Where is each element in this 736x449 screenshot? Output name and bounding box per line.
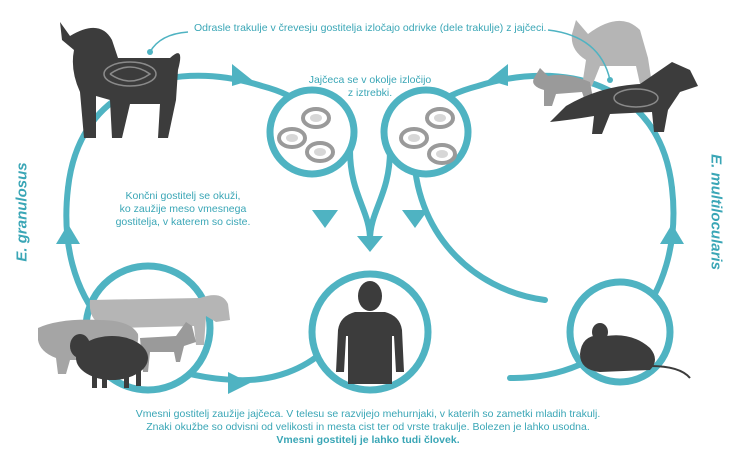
arrow-right-side: [660, 224, 684, 244]
eggs-caption-line-2: z iztrebki.: [347, 87, 393, 99]
intermediate-caption-line-1: Vmesni gostitelj zaužije jajčeca. V tele…: [135, 408, 601, 420]
rodent-circle: [566, 278, 691, 386]
dog-silhouette: [60, 22, 181, 138]
intermediate-caption-line-2: Znaki okužbe so odvisni od velikosti in …: [146, 421, 590, 433]
eggs-caption: Jajčeca se v okolje izločijo z iztrebki.: [290, 74, 450, 100]
goat-silhouette: [140, 322, 196, 372]
cow-silhouette: [89, 295, 230, 352]
definitive-host-caption: Končni gostitelj se okuži, ko zaužije me…: [98, 190, 268, 229]
cycle-arrows: [56, 64, 684, 394]
fox-intestine-icon: [613, 88, 659, 108]
pointer-fox-intestine: [547, 29, 611, 81]
arrow-left-top: [232, 64, 252, 86]
egg-to-human-left: [347, 147, 373, 243]
livestock-circle: [38, 262, 230, 394]
arrow-right-egg-down: [402, 210, 428, 228]
definitive-caption-line-2: ko zaužije meso vmesnega: [119, 203, 247, 215]
arrow-center-down: [357, 236, 383, 252]
wolf-silhouette: [571, 20, 652, 86]
fox-silhouette: [550, 62, 698, 134]
adult-worms-caption: Odrasle trakulje v črevesju gostitelja i…: [194, 22, 547, 34]
arrow-bottom-left: [228, 372, 250, 394]
human-to-rodent: [411, 147, 548, 303]
egg-cluster-right: [380, 86, 472, 178]
cat-silhouette: [533, 68, 594, 106]
pointer-dog-intestine: [149, 31, 189, 53]
dog-intestine-icon: [103, 61, 157, 87]
arrow-left-egg-down: [312, 210, 338, 228]
eggs-caption-line-1: Jajčeca se v okolje izločijo: [308, 74, 432, 86]
intermediate-host-caption: Vmesni gostitelj zaužije jajčeca. V tele…: [118, 408, 618, 447]
intermediate-caption-line-3: Vmesni gostitelj je lahko tudi človek.: [276, 434, 460, 446]
definitive-caption-line-3: gostitelja, v katerem so ciste.: [115, 216, 251, 228]
egg-to-human-right: [367, 147, 393, 243]
human-silhouette: [336, 281, 404, 384]
species-label-multilocularis: E. multilocularis: [707, 154, 725, 270]
caption-pointers: [147, 29, 613, 83]
human-circle: [308, 270, 432, 394]
egg-cluster-left: [266, 86, 358, 178]
sheep-silhouette: [70, 334, 148, 388]
arrow-left-side: [56, 224, 80, 244]
arrow-right-top: [488, 64, 508, 86]
species-label-granulosus: E. granulosus: [13, 162, 31, 262]
mouse-silhouette: [580, 323, 691, 379]
definitive-caption-line-1: Končni gostitelj se okuži,: [125, 190, 241, 202]
